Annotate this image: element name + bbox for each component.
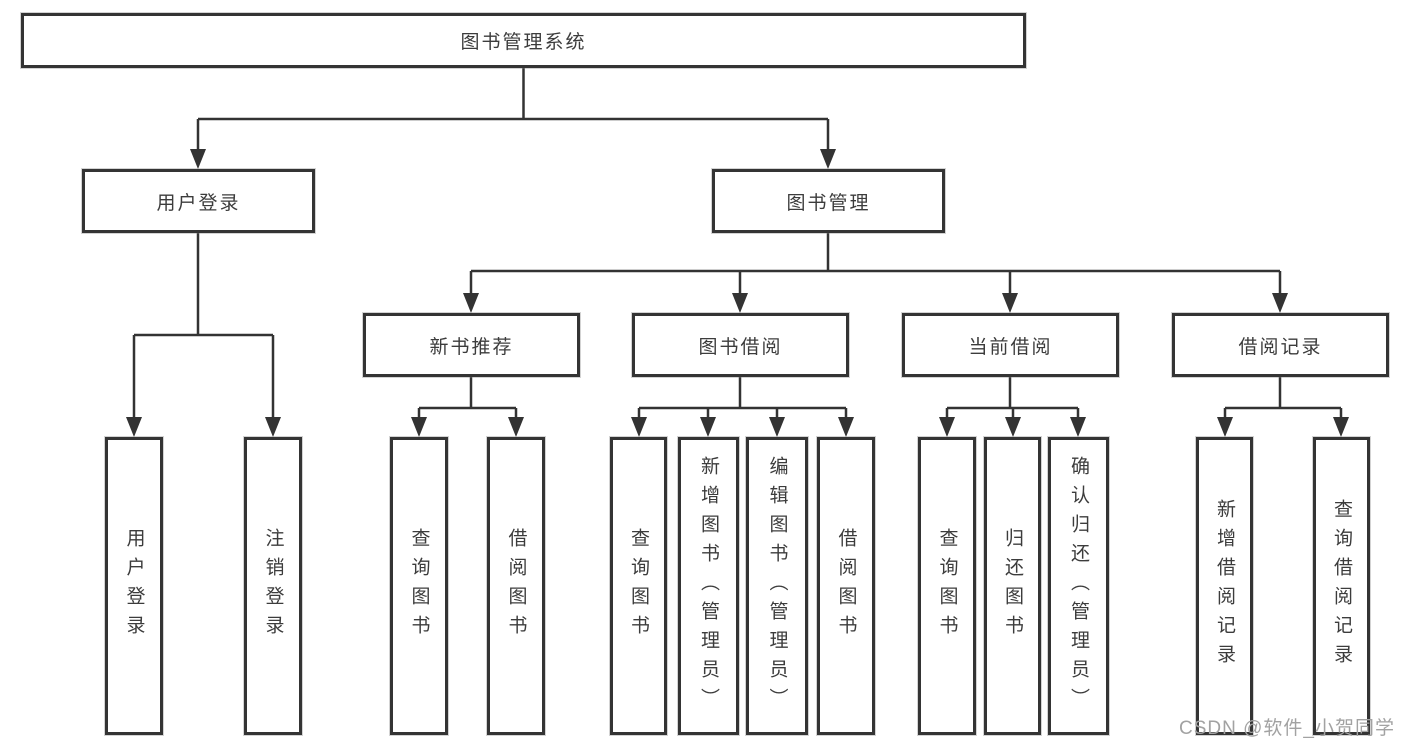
leaf-logout: 注销登录 [244, 437, 302, 735]
node-book-management-label: 图书管理 [786, 192, 871, 214]
leaf-borrow-books-rec-label: 借阅图书 [505, 528, 527, 644]
node-borrowing-records: 借阅记录 [1172, 313, 1389, 377]
leaf-query-books-current-label: 查询图书 [936, 528, 958, 644]
node-root-label: 图书管理系统 [460, 32, 587, 53]
leaf-add-borrow-record: 新增借阅记录 [1196, 437, 1253, 735]
csdn-watermark: CSDN @软件_小贺同学 [1179, 718, 1395, 739]
node-book-management: 图书管理 [712, 169, 945, 233]
connector-current-borrow-to-leaves [939, 377, 1086, 437]
node-book-borrowing: 图书借阅 [632, 313, 849, 377]
leaf-query-borrow-record-label: 查询借阅记录 [1331, 499, 1352, 673]
node-current-borrowing-label: 当前借阅 [968, 336, 1053, 358]
leaf-borrow-books-rec: 借阅图书 [487, 437, 545, 735]
node-new-book-recommend: 新书推荐 [363, 313, 580, 377]
node-book-borrowing-label: 图书借阅 [698, 336, 783, 358]
leaf-confirm-return-admin: 确认归还（管理员） [1048, 437, 1109, 735]
leaf-edit-book-admin-label: 编辑图书（管理员） [766, 455, 788, 717]
leaf-query-books-current: 查询图书 [918, 437, 976, 735]
leaf-add-book-admin: 新增图书（管理员） [678, 437, 739, 735]
connector-book-mgmt-to-level3 [463, 233, 1288, 313]
leaf-query-books-rec: 查询图书 [390, 437, 448, 735]
node-current-borrowing: 当前借阅 [902, 313, 1119, 377]
connector-user-login-to-leaves [126, 233, 281, 437]
node-borrowing-records-label: 借阅记录 [1238, 336, 1323, 358]
leaf-query-books-rec-label: 查询图书 [408, 528, 430, 644]
leaf-borrow-books-label: 借阅图书 [835, 528, 857, 644]
leaf-borrow-books: 借阅图书 [817, 437, 875, 735]
leaf-add-borrow-record-label: 新增借阅记录 [1214, 499, 1235, 673]
leaf-confirm-return-admin-label: 确认归还（管理员） [1068, 455, 1089, 717]
leaf-query-books-borrow-label: 查询图书 [628, 528, 649, 644]
node-new-book-recommend-label: 新书推荐 [429, 336, 514, 358]
node-user-login-label: 用户登录 [156, 192, 241, 214]
connector-borrow-records-to-leaves [1217, 377, 1349, 437]
leaf-user-login: 用户登录 [105, 437, 163, 735]
leaf-logout-label: 注销登录 [262, 528, 284, 644]
leaf-query-books-borrow: 查询图书 [610, 437, 667, 735]
connector-root-to-level2 [190, 68, 836, 169]
connector-book-borrow-to-leaves [631, 377, 854, 437]
leaf-user-login-label: 用户登录 [123, 528, 145, 644]
leaf-query-borrow-record: 查询借阅记录 [1313, 437, 1370, 735]
connector-new-book-rec-to-leaves [411, 377, 524, 437]
leaf-return-books-label: 归还图书 [1002, 528, 1023, 644]
leaf-add-book-admin-label: 新增图书（管理员） [698, 455, 719, 717]
leaf-return-books: 归还图书 [984, 437, 1041, 735]
leaf-edit-book-admin: 编辑图书（管理员） [746, 437, 808, 735]
node-root: 图书管理系统 [21, 13, 1026, 68]
node-user-login: 用户登录 [82, 169, 315, 233]
